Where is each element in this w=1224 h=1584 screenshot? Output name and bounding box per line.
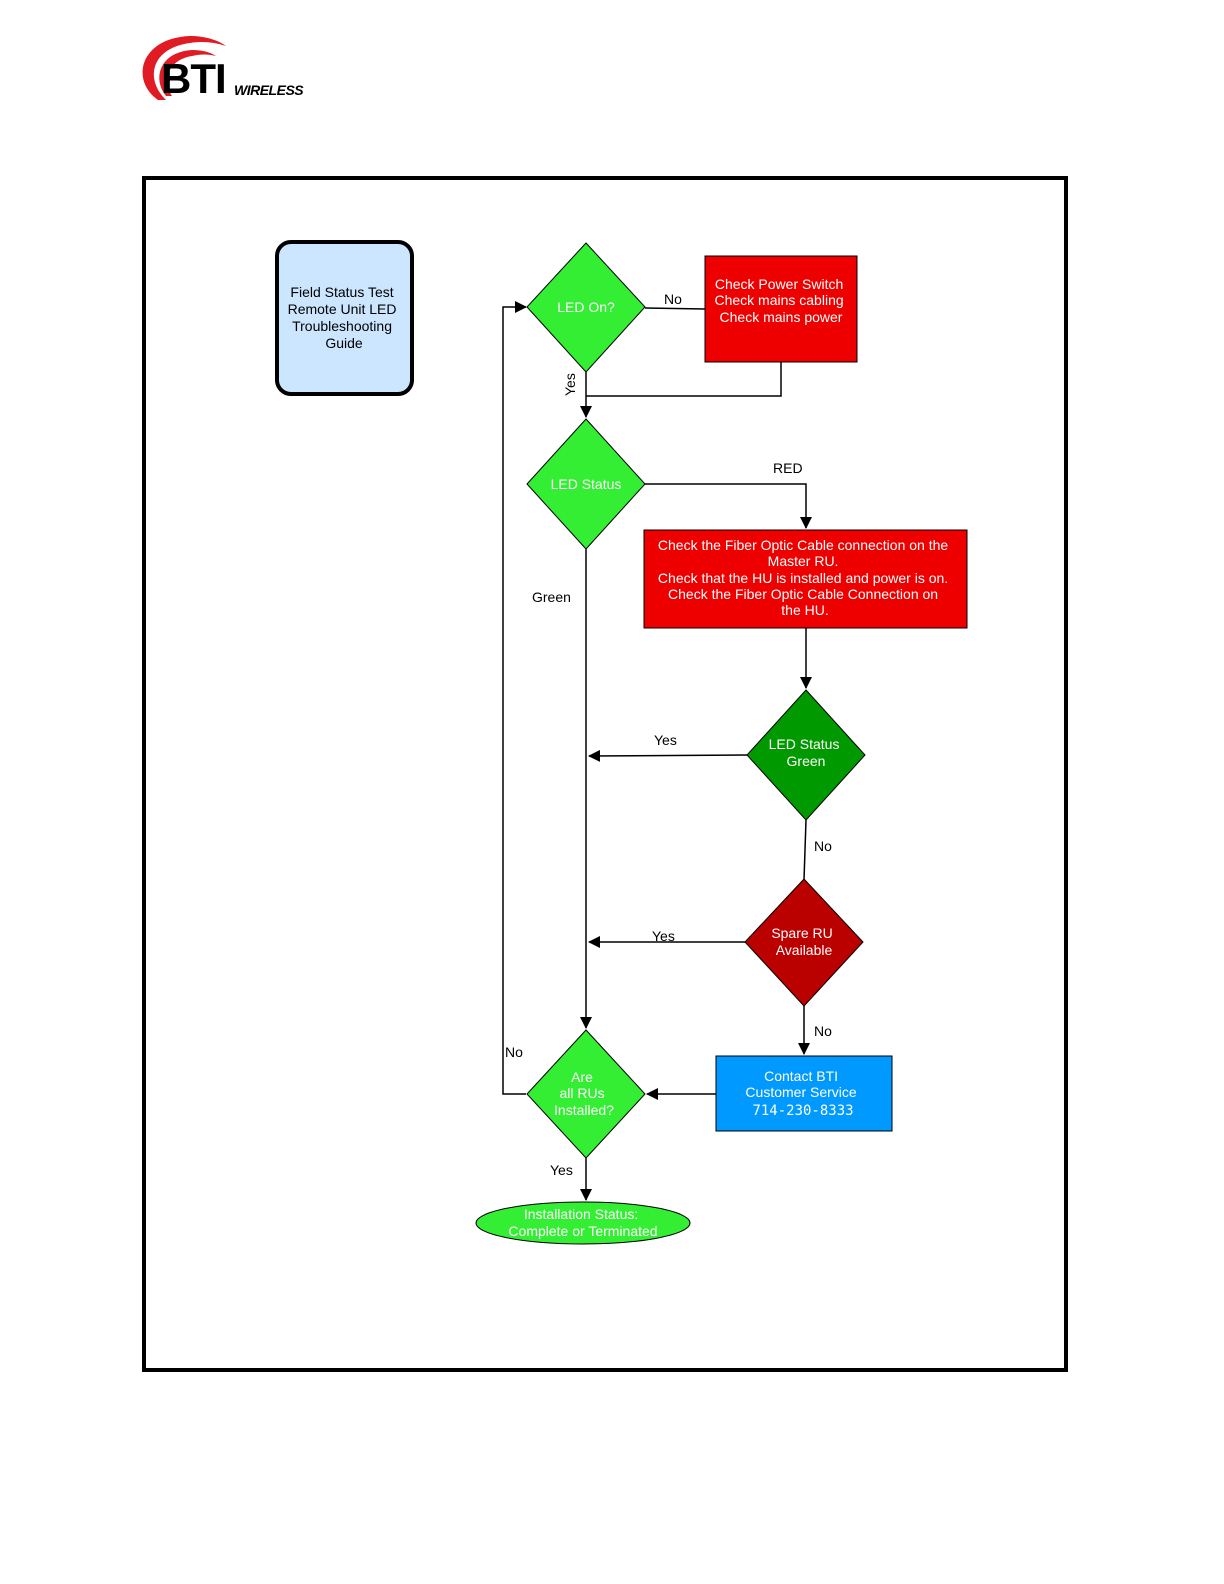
flowchart-frame bbox=[142, 176, 1068, 1372]
node-label: LED On? bbox=[557, 299, 615, 315]
edge-ledgreen-no bbox=[803, 819, 807, 881]
svg-text:Installation Status: Com: Installation Status: Complete or Termina… bbox=[508, 1206, 657, 1239]
title-line: Troubleshooting bbox=[292, 318, 392, 334]
edge-label-no-power: No bbox=[664, 291, 682, 307]
logo-swoosh-icon bbox=[142, 36, 226, 100]
node-label: Spare RU bbox=[771, 925, 832, 941]
node-label: the HU. bbox=[781, 602, 828, 618]
node-led-status-green: LED Status Green bbox=[746, 689, 866, 821]
edge-status-red bbox=[645, 483, 812, 529]
node-label: Are bbox=[571, 1069, 593, 1085]
node-check-power: Check Power Switch Check mains cabling C… bbox=[704, 255, 858, 363]
edge-label-no-green: No bbox=[814, 838, 832, 854]
title-box: Field Status Test Remote Unit LED Troubl… bbox=[275, 240, 414, 396]
node-label: Check that the HU is installed and power… bbox=[658, 570, 948, 586]
node-led-on: LED On? bbox=[526, 242, 646, 373]
node-label: Green bbox=[787, 753, 826, 769]
edge-label-red: RED bbox=[773, 460, 803, 476]
logo-sub-text: WIRELESS bbox=[234, 82, 304, 98]
edge-all-no-loop bbox=[502, 301, 527, 1095]
svg-text:Check Power Switch Check: Check Power Switch Check mains cabling C… bbox=[714, 276, 847, 325]
svg-text:Field Status Test Remote: Field Status Test Remote Unit LED Troubl… bbox=[288, 284, 401, 351]
svg-text:Spare RU Available: Spare RU Available bbox=[771, 925, 836, 958]
svg-text:LED On?: LED On? bbox=[557, 299, 615, 315]
node-all-rus: Are all RUs Installed? bbox=[526, 1029, 646, 1159]
node-install-status: Installation Status: Complete or Termina… bbox=[475, 1201, 691, 1245]
title-line: Guide bbox=[325, 335, 363, 351]
node-label: LED Status bbox=[551, 476, 622, 492]
node-contact-bti: Contact BTI Customer Service 714-230-833… bbox=[715, 1055, 893, 1132]
node-label: Installed? bbox=[554, 1102, 614, 1118]
connectors bbox=[502, 301, 812, 1201]
node-led-status: LED Status bbox=[526, 418, 646, 550]
bti-wireless-logo: BTI WIRELESS bbox=[130, 30, 320, 110]
node-label: Available bbox=[776, 942, 833, 958]
edge-label-green: Green bbox=[532, 589, 571, 605]
edge-label-yes-spare: Yes bbox=[652, 928, 675, 944]
node-check-fiber: Check the Fiber Optic Cable connection o… bbox=[643, 529, 968, 629]
edge-ledgreen-yes bbox=[588, 749, 749, 762]
node-label: Check the Fiber Optic Cable connection o… bbox=[658, 537, 948, 553]
svg-text:Check the Fiber Optic Cable co: Check the Fiber Optic Cable connection o… bbox=[658, 537, 952, 618]
node-label: Check the Fiber Optic Cable Connection o… bbox=[668, 586, 938, 602]
edge-label-no-spare: No bbox=[814, 1023, 832, 1039]
title-line: Remote Unit LED bbox=[288, 301, 397, 317]
node-label: Installation Status: bbox=[524, 1206, 638, 1222]
svg-text:LED Status Green: LED Status Green bbox=[769, 736, 844, 769]
svg-text:Contact BTI Customer Ser: Contact BTI Customer Service 714-230-833… bbox=[745, 1068, 860, 1119]
svg-text:Are all RUs Instal: Are all RUs Installed? bbox=[554, 1069, 614, 1118]
edge-label-yes-green: Yes bbox=[654, 732, 677, 748]
edge-label-yes-led-on: Yes bbox=[562, 373, 578, 396]
svg-text:LED Status: LED Status bbox=[551, 476, 622, 492]
node-label: Contact BTI bbox=[764, 1068, 838, 1084]
node-label: Check Power Switch bbox=[715, 276, 843, 292]
edge-power-return bbox=[586, 362, 782, 397]
node-label: Check mains power bbox=[720, 309, 843, 325]
node-label: Complete or Terminated bbox=[508, 1223, 657, 1239]
node-label: 714-230-8333 bbox=[752, 1103, 853, 1119]
edge-labels: No Yes RED Green Yes No Yes No No Yes bbox=[505, 291, 832, 1178]
node-spare-ru: Spare RU Available bbox=[744, 878, 864, 1007]
node-label: Customer Service bbox=[745, 1084, 856, 1100]
node-label: LED Status bbox=[769, 736, 840, 752]
node-label: Check mains cabling bbox=[714, 292, 843, 308]
node-label: all RUs bbox=[559, 1085, 604, 1101]
edge-ledon-to-power bbox=[644, 307, 706, 310]
edge-label-yes-all: Yes bbox=[550, 1162, 573, 1178]
logo-brand-text: BTI bbox=[161, 55, 227, 102]
title-line: Field Status Test bbox=[290, 284, 393, 300]
edge-label-no-all: No bbox=[505, 1044, 523, 1060]
node-label: Master RU. bbox=[768, 553, 839, 569]
